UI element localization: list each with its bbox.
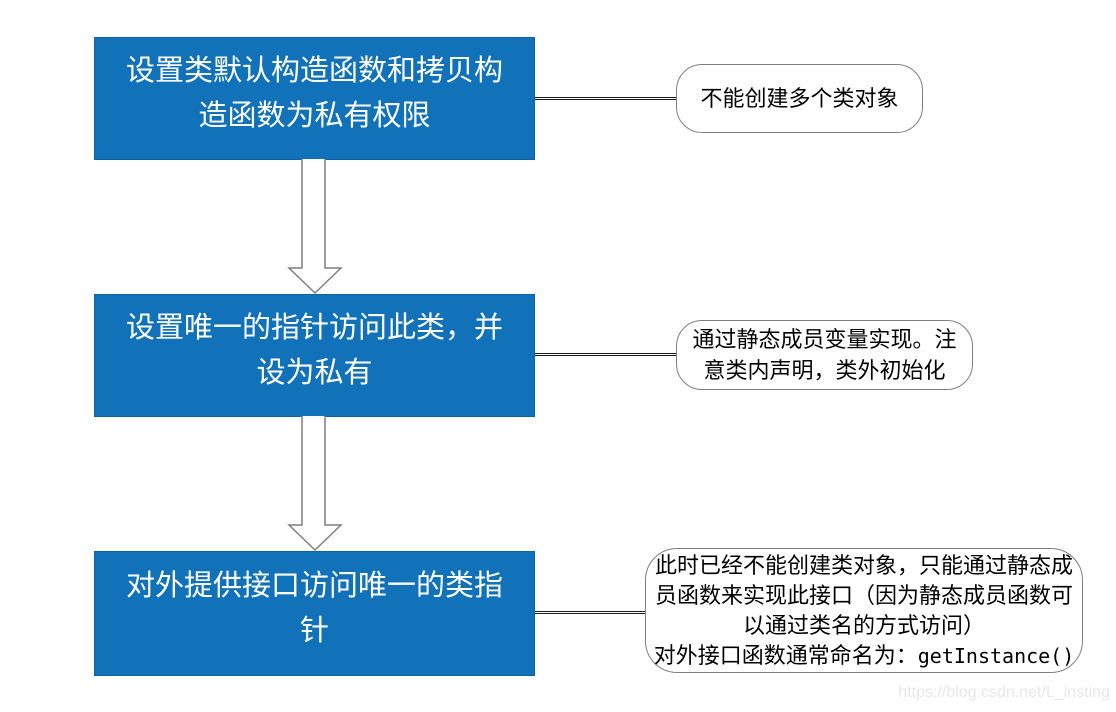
connector-line-3	[535, 611, 645, 614]
callout-3-code-text: getInstance()	[917, 643, 1075, 668]
callout-3-text-line-4: 对外接口函数通常命名为：getInstance()	[654, 641, 1075, 671]
callout-note-2: 通过静态成员变量实现。注 意类内声明，类外初始化	[676, 320, 973, 390]
flow-step-2-text-line-1: 设置唯一的指针访问此类，并	[125, 311, 503, 344]
callout-2-text-line-2: 意类内声明，类外初始化	[703, 358, 946, 383]
connector-line-1	[535, 97, 676, 100]
down-arrow-icon	[287, 159, 343, 295]
flow-step-2-text-line-2: 设为私有	[256, 356, 373, 389]
down-arrow-icon	[287, 416, 343, 552]
callout-3-text-line-3: 以通过类名的方式访问）	[742, 612, 985, 638]
callout-3-text-line-1: 此时已经不能创建类对象，只能通过静态成	[654, 552, 1073, 578]
flow-step-3-text-line-2: 针	[299, 614, 329, 647]
flow-step-3-box: 对外提供接口访问唯一的类指 针	[94, 551, 535, 676]
flow-step-1-box: 设置类默认构造函数和拷贝构 造函数为私有权限	[94, 37, 535, 160]
watermark-url: https://blog.csdn.net/L_insting	[898, 684, 1110, 701]
connector-line-2	[535, 353, 676, 356]
flow-step-1-text-line-1: 设置类默认构造函数和拷贝构	[125, 54, 503, 87]
callout-3-text-line-2: 员函数来实现此接口（因为静态成员函数可	[654, 582, 1073, 608]
flow-step-2-box: 设置唯一的指针访问此类，并 设为私有	[94, 294, 535, 417]
callout-note-1: 不能创建多个类对象	[676, 64, 923, 133]
flow-step-1-text-line-2: 造函数为私有权限	[198, 99, 431, 132]
callout-note-3: 此时已经不能创建类对象，只能通过静态成 员函数来实现此接口（因为静态成员函数可 …	[645, 548, 1083, 673]
flow-step-3-text-line-1: 对外提供接口访问唯一的类指	[125, 569, 503, 602]
callout-2-text-line-1: 通过静态成员变量实现。注	[692, 327, 957, 352]
callout-3-line-4-prefix: 对外接口函数通常命名为：	[653, 642, 918, 668]
callout-1-text-line-1: 不能创建多个类对象	[700, 85, 899, 111]
